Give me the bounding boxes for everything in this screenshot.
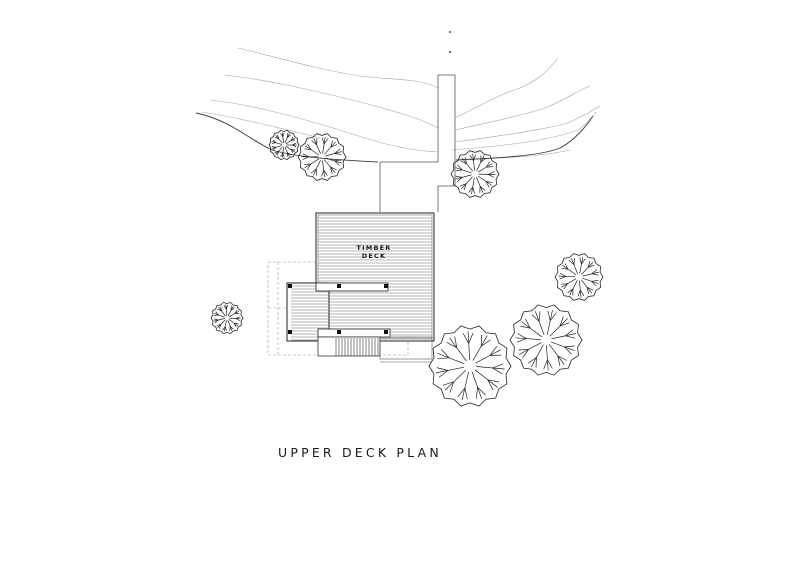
tree-symbol-icon (509, 304, 583, 376)
post (337, 284, 341, 288)
trees (210, 129, 604, 407)
deck-label-line2: DECK (362, 252, 386, 260)
survey-point (449, 31, 451, 33)
post (288, 330, 292, 334)
survey-point (449, 51, 451, 53)
post (384, 284, 388, 288)
access-path (379, 74, 456, 212)
tree-symbol-icon (210, 301, 244, 335)
post (337, 330, 341, 334)
tree-symbol-icon (297, 133, 347, 181)
deck-boards (318, 217, 432, 339)
site-edge (195, 31, 594, 163)
timber-deck: TIMBER DECK (286, 212, 435, 342)
deck-label-line1: TIMBER (357, 244, 392, 252)
tree-symbol-icon (450, 150, 500, 198)
beam (317, 328, 391, 338)
post (384, 330, 388, 334)
beam (315, 282, 389, 292)
terrain-contours (201, 47, 601, 161)
tree-symbol-icon (554, 253, 604, 301)
tree-symbol-icon (268, 129, 300, 161)
drawing-title: UPPER DECK PLAN (278, 445, 442, 460)
tree-symbol-icon (428, 325, 512, 407)
stairs (317, 336, 433, 363)
post (288, 284, 292, 288)
